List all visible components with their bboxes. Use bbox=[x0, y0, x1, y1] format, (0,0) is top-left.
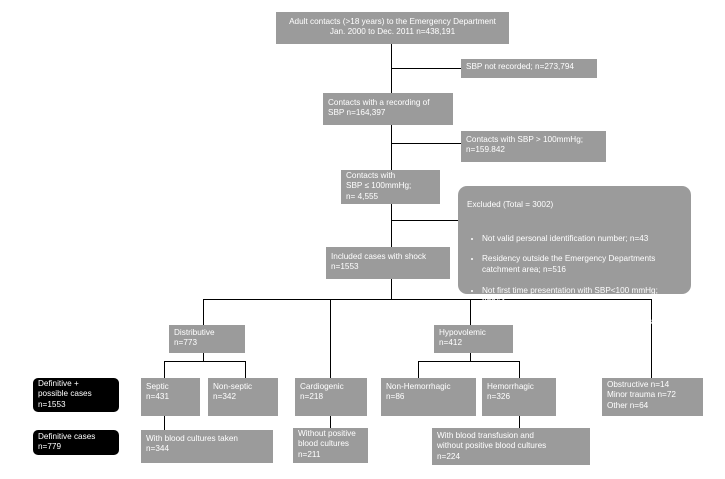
connector-line bbox=[470, 353, 471, 361]
connector-line bbox=[330, 299, 331, 378]
excluded-item: Not first time presentation with SBP<100… bbox=[482, 286, 683, 307]
sbp-under-100-box: Contacts with SBP ≤ 100mmHg; n= 4,555 bbox=[341, 170, 440, 204]
excluded-box: Excluded (Total = 3002) Not valid person… bbox=[458, 186, 691, 357]
excluded-item: Not valid personal identification number… bbox=[482, 234, 683, 244]
septic-box: Septic n=431 bbox=[141, 378, 200, 416]
contacts-recording-box: Contacts with a recording of SBP n=164,3… bbox=[323, 93, 453, 125]
connector-line bbox=[418, 361, 519, 362]
connector-line bbox=[330, 416, 331, 428]
blood-transfusion-box: With blood transfusion and without posit… bbox=[432, 428, 590, 465]
connector-line bbox=[519, 361, 520, 378]
sbp-not-recorded-box: SBP not recorded; n=273,794 bbox=[461, 59, 597, 78]
connector-line bbox=[203, 353, 204, 361]
sbp-over-100-box: Contacts with SBP > 100mmHg; n=159.842 bbox=[461, 131, 606, 162]
legend-definitive: Definitive cases n=779 bbox=[33, 430, 119, 455]
connector-line bbox=[245, 361, 246, 378]
connector-line bbox=[651, 299, 652, 378]
included-cases-box: Included cases with shock n=1553 bbox=[326, 247, 450, 279]
without-positive-box: Without positive blood cultures n=211 bbox=[293, 428, 368, 463]
connector-line bbox=[164, 416, 165, 430]
connector-line bbox=[470, 299, 471, 325]
connector-line bbox=[391, 279, 392, 299]
connector-line bbox=[203, 299, 204, 325]
non-septic-box: Non-septic n=342 bbox=[208, 378, 278, 416]
blood-cultures-box: With blood cultures taken n=344 bbox=[141, 430, 273, 463]
excluded-title: Excluded (Total = 3002) bbox=[467, 200, 554, 210]
connector-line bbox=[391, 143, 461, 144]
connector-line bbox=[391, 125, 392, 170]
connector-line bbox=[164, 361, 165, 378]
connector-line bbox=[164, 361, 245, 362]
connector-line bbox=[391, 204, 392, 247]
excluded-item: Residency outside the Emergency Departme… bbox=[482, 254, 683, 275]
legend-definitive-possible: Definitive + possible cases n=1553 bbox=[33, 378, 119, 412]
adult-contacts-box: Adult contacts (>18 years) to the Emerge… bbox=[276, 12, 509, 44]
connector-line bbox=[418, 361, 419, 378]
hypovolemic-box: Hypovolemic n=412 bbox=[434, 325, 513, 353]
hemorrhagic-box: Hemorrhagic n=326 bbox=[482, 378, 556, 416]
connector-line bbox=[203, 299, 651, 300]
connector-line bbox=[391, 220, 458, 221]
connector-line bbox=[391, 68, 461, 69]
distributive-box: Distributive n=773 bbox=[169, 325, 245, 353]
obstructive-box: Obstructive n=14 Minor trauma n=72 Other… bbox=[602, 378, 703, 416]
connector-line bbox=[519, 416, 520, 428]
cardiogenic-box: Cardiogenic n=218 bbox=[295, 378, 367, 416]
non-hemorrhagic-box: Non-Hemorrhagic n=86 bbox=[381, 378, 476, 416]
